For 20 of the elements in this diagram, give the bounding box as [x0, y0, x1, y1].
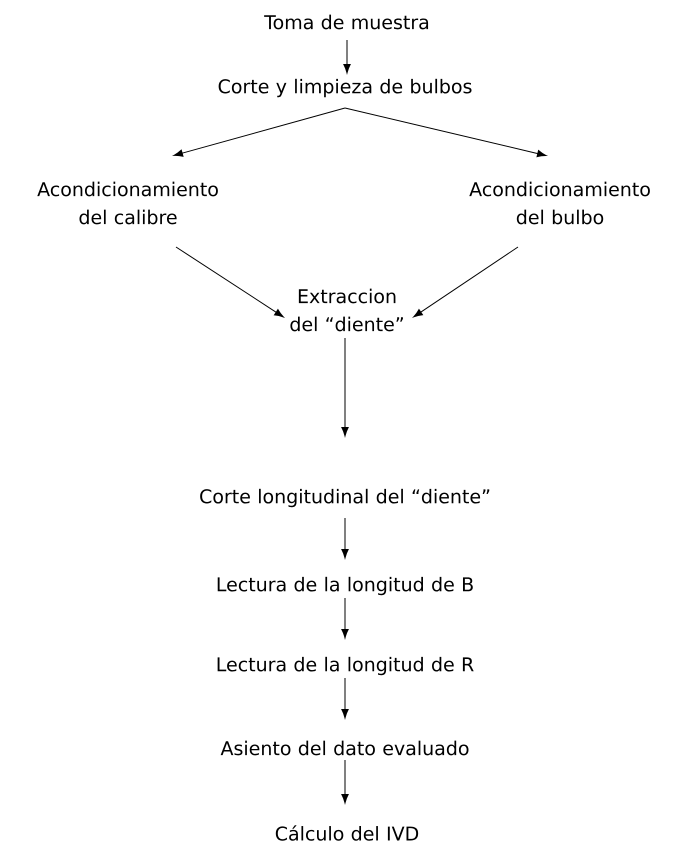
arrow: [341, 338, 349, 436]
step-label: Acondicionamiento del bulbo: [469, 182, 650, 224]
step-label: Cálculo del IVD: [276, 825, 418, 841]
step-label: Corte longitudinal del “diente”: [200, 488, 490, 508]
arrow: [413, 246, 518, 318]
step-label: Lectura de la longitud de B: [218, 576, 473, 596]
arrow: [341, 518, 349, 558]
step-label: Asiento del dato evaluado: [220, 740, 468, 756]
step-label: Acondicionamiento del calibre: [37, 182, 218, 224]
step-label: Toma de muestra: [264, 14, 428, 30]
arrow: [176, 246, 284, 318]
arrow: [341, 598, 349, 638]
arrow: [343, 40, 351, 74]
arrow: [174, 108, 346, 157]
step-label: Lectura de la longitud de R: [218, 656, 474, 676]
arrow: [341, 678, 349, 718]
arrow: [341, 760, 349, 804]
step-label: Corte y limpieza de bulbos: [218, 78, 472, 98]
arrow: [344, 108, 546, 158]
step-label: Extraccion del “diente”: [290, 288, 403, 332]
